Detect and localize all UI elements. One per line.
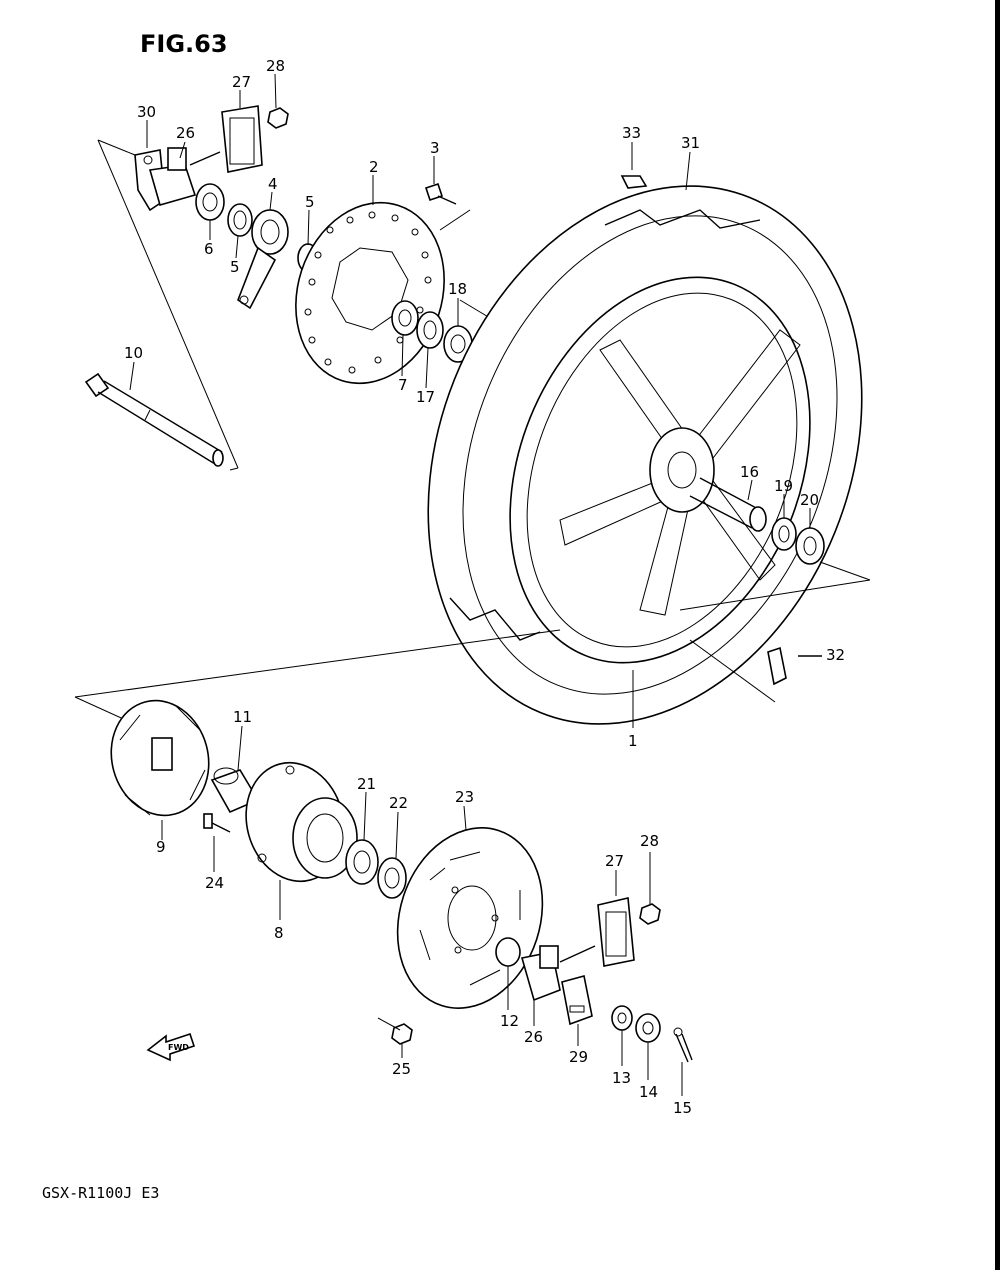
- label-10: 10: [124, 344, 143, 362]
- label-6: 6: [204, 240, 214, 258]
- group-separator-lines: [74, 561, 871, 723]
- part-27-plate-b: [597, 897, 635, 967]
- label-7: 7: [398, 376, 408, 394]
- label-29: 29: [569, 1048, 588, 1066]
- label-22: 22: [389, 794, 408, 812]
- label-4: 4: [268, 175, 278, 193]
- label-24: 24: [205, 874, 224, 892]
- label-26b: 26: [524, 1028, 543, 1046]
- label-2: 2: [369, 158, 379, 176]
- part-1-rim: [509, 276, 811, 664]
- label-20: 20: [800, 491, 819, 509]
- label-27b: 27: [605, 852, 624, 870]
- label-1: 1: [628, 732, 638, 750]
- part-27-plate: [221, 105, 263, 173]
- part-13-washer: [611, 1005, 633, 1031]
- label-25: 25: [392, 1060, 411, 1078]
- label-8: 8: [274, 924, 284, 942]
- label-31: 31: [681, 134, 700, 152]
- label-9: 9: [156, 838, 166, 856]
- label-16: 16: [740, 463, 759, 481]
- part-6-spacer: [195, 183, 225, 221]
- label-14: 14: [639, 1083, 658, 1101]
- label-28b: 28: [640, 832, 659, 850]
- part-25-nut: [377, 1017, 413, 1045]
- part-3-bolt: [424, 182, 457, 205]
- part-10-axle: [84, 372, 224, 467]
- part-5-washer-a: [227, 203, 253, 237]
- part-15-cotter-pin: [673, 1027, 693, 1063]
- part-22-oil-seal: [377, 857, 407, 899]
- forward-label: FWD: [168, 1043, 189, 1052]
- part-16-collar: [689, 477, 767, 532]
- label-30: 30: [137, 103, 156, 121]
- disc-holes: [304, 211, 432, 374]
- part-17-oil-seal: [416, 311, 444, 349]
- leader-lines: [129, 73, 811, 1096]
- label-28: 28: [266, 57, 285, 75]
- part-20-bearing: [795, 527, 825, 565]
- part-33-weight: [620, 175, 648, 189]
- part-32-valve: [767, 646, 822, 686]
- part-2-brake-disc: [295, 201, 445, 385]
- part-28-nut-b: [639, 903, 661, 925]
- figure-title: FIG.63: [140, 30, 228, 58]
- label-15: 15: [673, 1099, 692, 1117]
- label-13: 13: [612, 1069, 631, 1087]
- part-12-spacer: [495, 937, 521, 967]
- part-29-bracket: [561, 975, 593, 1026]
- label-32: 32: [826, 646, 845, 664]
- part-8-sprocket-carrier: [245, 761, 358, 883]
- label-27: 27: [232, 73, 251, 91]
- part-24-bolt: [203, 813, 231, 833]
- part-14-castle-nut: [635, 1013, 661, 1043]
- part-21-bearing: [345, 839, 379, 885]
- label-19: 19: [774, 477, 793, 495]
- part-labels: 30 26 27 28 4 5 6 5 2 3 18 7 17 10 33 31…: [124, 57, 845, 1117]
- label-5a: 5: [305, 193, 315, 211]
- forward-arrow-icon: FWD: [146, 1032, 196, 1062]
- label-3: 3: [430, 139, 440, 157]
- part-9-cush-damper: [110, 699, 210, 817]
- label-21: 21: [357, 775, 376, 793]
- scan-edge-border: [995, 0, 1000, 1270]
- label-33: 33: [622, 124, 641, 142]
- wheel-spokes: [559, 329, 801, 616]
- part-4-caliper-bracket: [237, 209, 289, 310]
- model-code: GSX-R1100J E3: [42, 1184, 159, 1202]
- part-26-adjuster-b: [520, 945, 596, 1002]
- part-28-nut: [267, 107, 289, 129]
- upper-group-outline: [97, 139, 491, 471]
- label-12: 12: [500, 1012, 519, 1030]
- label-5b: 5: [230, 258, 240, 276]
- label-23: 23: [455, 788, 474, 806]
- label-18: 18: [448, 280, 467, 298]
- label-17: 17: [416, 388, 435, 406]
- part-7-spacer: [391, 300, 419, 336]
- label-11: 11: [233, 708, 252, 726]
- part-19-oil-seal: [771, 517, 797, 551]
- label-26: 26: [176, 124, 195, 142]
